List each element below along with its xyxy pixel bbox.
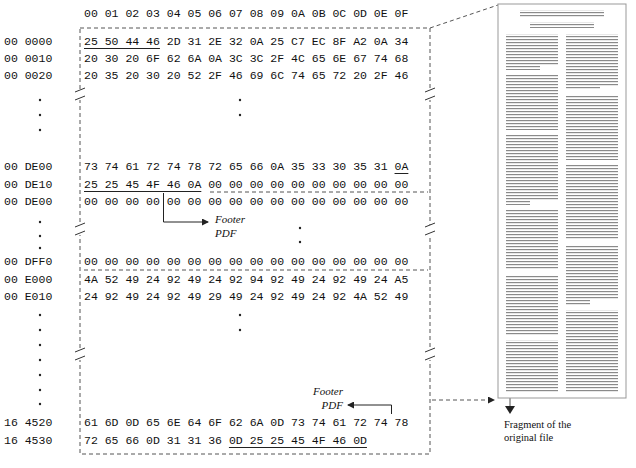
hex-bytes: 00 00 00 00 00 00 00 00 00 00 00 00 00 0… — [84, 255, 408, 269]
address-label: 00 DFF0 — [4, 255, 52, 269]
hex-bytes: 00 00 00 00 00 00 00 00 00 00 00 00 00 0… — [84, 195, 408, 209]
address-label: 00 E000 — [4, 273, 52, 287]
address-label: 00 DE00 — [4, 160, 52, 174]
address-label: 00 DE00 — [4, 195, 52, 209]
address-label: 00 0000 — [4, 35, 52, 49]
hex-bytes: 24 92 49 24 92 49 29 49 24 92 49 24 92 4… — [84, 290, 408, 304]
hex-bytes: 4A 52 49 24 92 49 24 92 94 92 49 24 92 4… — [84, 273, 408, 287]
byte-underline — [84, 191, 201, 192]
address-label: 00 0010 — [4, 52, 52, 66]
address-label: 16 4520 — [4, 416, 52, 430]
hex-bytes: 20 30 20 6F 62 6A 0A 3C 3C 2F 4C 65 6E 6… — [84, 52, 408, 66]
footer-callout: Footer PDF — [214, 212, 256, 240]
column-header: 00 01 02 03 04 05 06 07 08 09 0A 0B 0C 0… — [84, 7, 408, 21]
address-label: 00 E010 — [4, 290, 52, 304]
byte-underline — [84, 48, 160, 49]
caption-note: Fragment of the original file — [504, 418, 574, 444]
address-label: 00 DE10 — [4, 178, 52, 192]
footer-callout: Footer PDF — [302, 384, 344, 412]
hex-bytes: 61 6D 0D 65 6E 64 6F 62 6A 0D 73 74 61 7… — [84, 416, 408, 430]
hex-bytes: 25 50 44 46 2D 31 2E 32 0A 25 C7 EC 8F A… — [84, 35, 408, 49]
hex-bytes: 72 65 66 0D 31 31 36 0D 25 25 45 4F 46 0… — [84, 434, 367, 448]
hex-bytes: 73 74 61 72 74 78 72 65 66 0A 35 33 30 3… — [84, 160, 408, 174]
hex-bytes: 20 35 20 30 20 52 2F 46 69 6C 74 65 72 2… — [84, 69, 408, 83]
byte-underline — [229, 447, 367, 448]
address-label: 00 0020 — [4, 69, 52, 83]
hex-bytes: 25 25 45 4F 46 0A 00 00 00 00 00 00 00 0… — [84, 178, 408, 192]
address-label: 16 4530 — [4, 434, 52, 448]
byte-underline — [395, 173, 409, 174]
